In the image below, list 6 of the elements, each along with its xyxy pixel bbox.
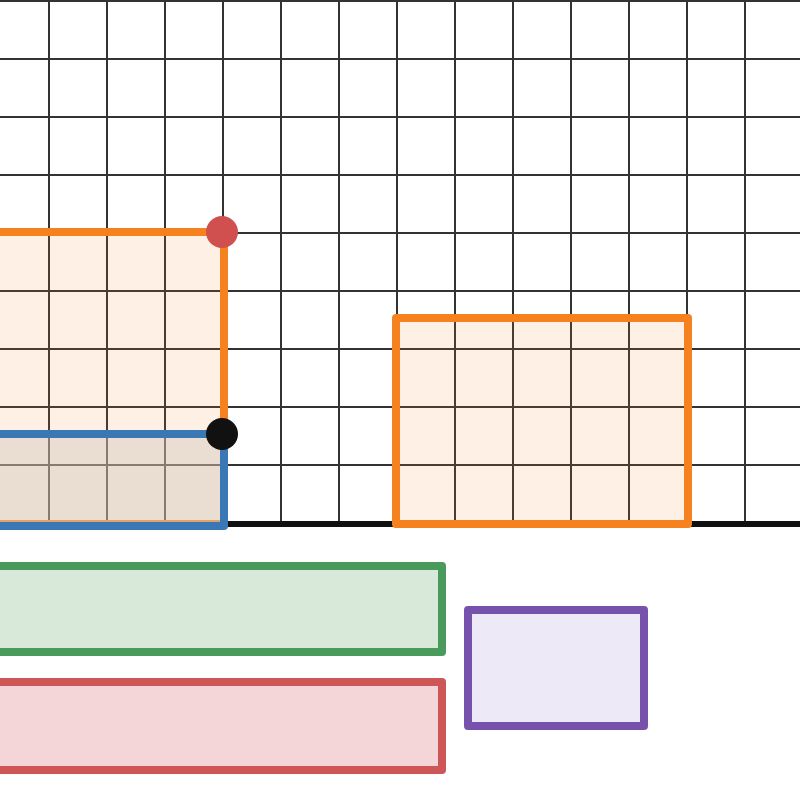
rectangle (0, 678, 446, 774)
rectangle (0, 430, 228, 530)
rectangle (464, 606, 648, 730)
rectangle (0, 228, 228, 528)
rectangle (0, 562, 446, 656)
rectangle (392, 314, 692, 528)
